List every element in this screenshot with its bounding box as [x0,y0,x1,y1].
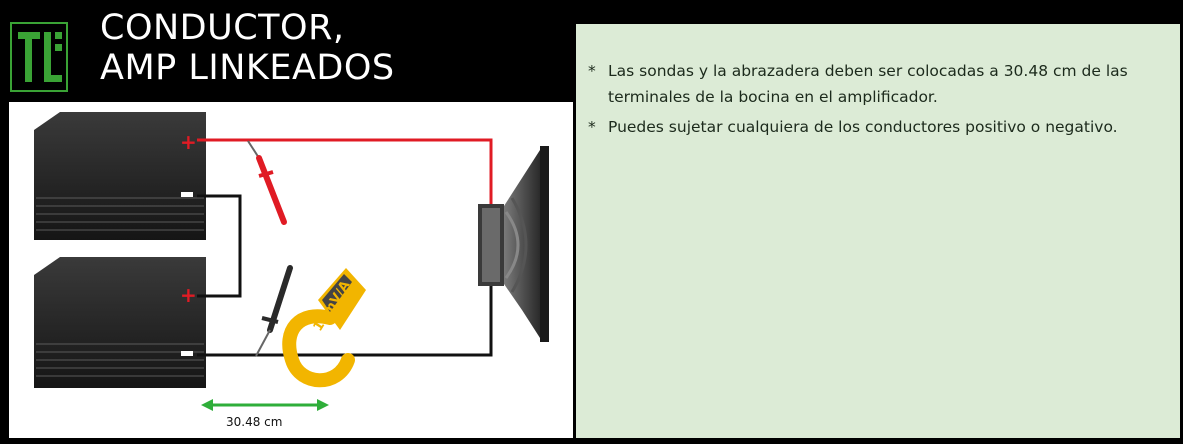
negative-terminal-bottom [181,351,193,356]
black-probe-icon [255,265,293,357]
notes-panel: * Las sondas y la abrazadera deben ser c… [576,24,1180,438]
red-probe-icon [247,140,287,225]
note-item: * Puedes sujetar cualquiera de los condu… [588,114,1168,140]
distance-arrow [201,399,329,411]
speaker-icon [478,146,549,342]
negative-terminal-top [181,192,193,197]
note-bullet: * [588,118,596,136]
positive-wire [197,138,493,207]
positive-terminal-top: + [180,130,197,154]
title-line-2: AMP LINKEADOS [100,48,395,88]
amplifier-top [34,112,206,240]
page-title: CONDUCTOR, AMP LINKEADOS [100,8,395,88]
tl-logo-icon [10,22,68,92]
note-bullet: * [588,62,596,80]
amplifier-bottom [34,257,206,388]
note-text: Puedes sujetar cualquiera de los conduct… [608,118,1118,136]
distance-label: 30.48 cm [226,415,282,429]
note-item: * Las sondas y la abrazadera deben ser c… [588,58,1168,110]
clamp-meter-icon: 10mV/A [282,268,366,388]
note-text: Las sondas y la abrazadera deben ser col… [608,62,1128,106]
title-line-1: CONDUCTOR, [100,8,345,48]
positive-terminal-bottom: + [180,283,197,307]
link-wire [197,194,242,298]
